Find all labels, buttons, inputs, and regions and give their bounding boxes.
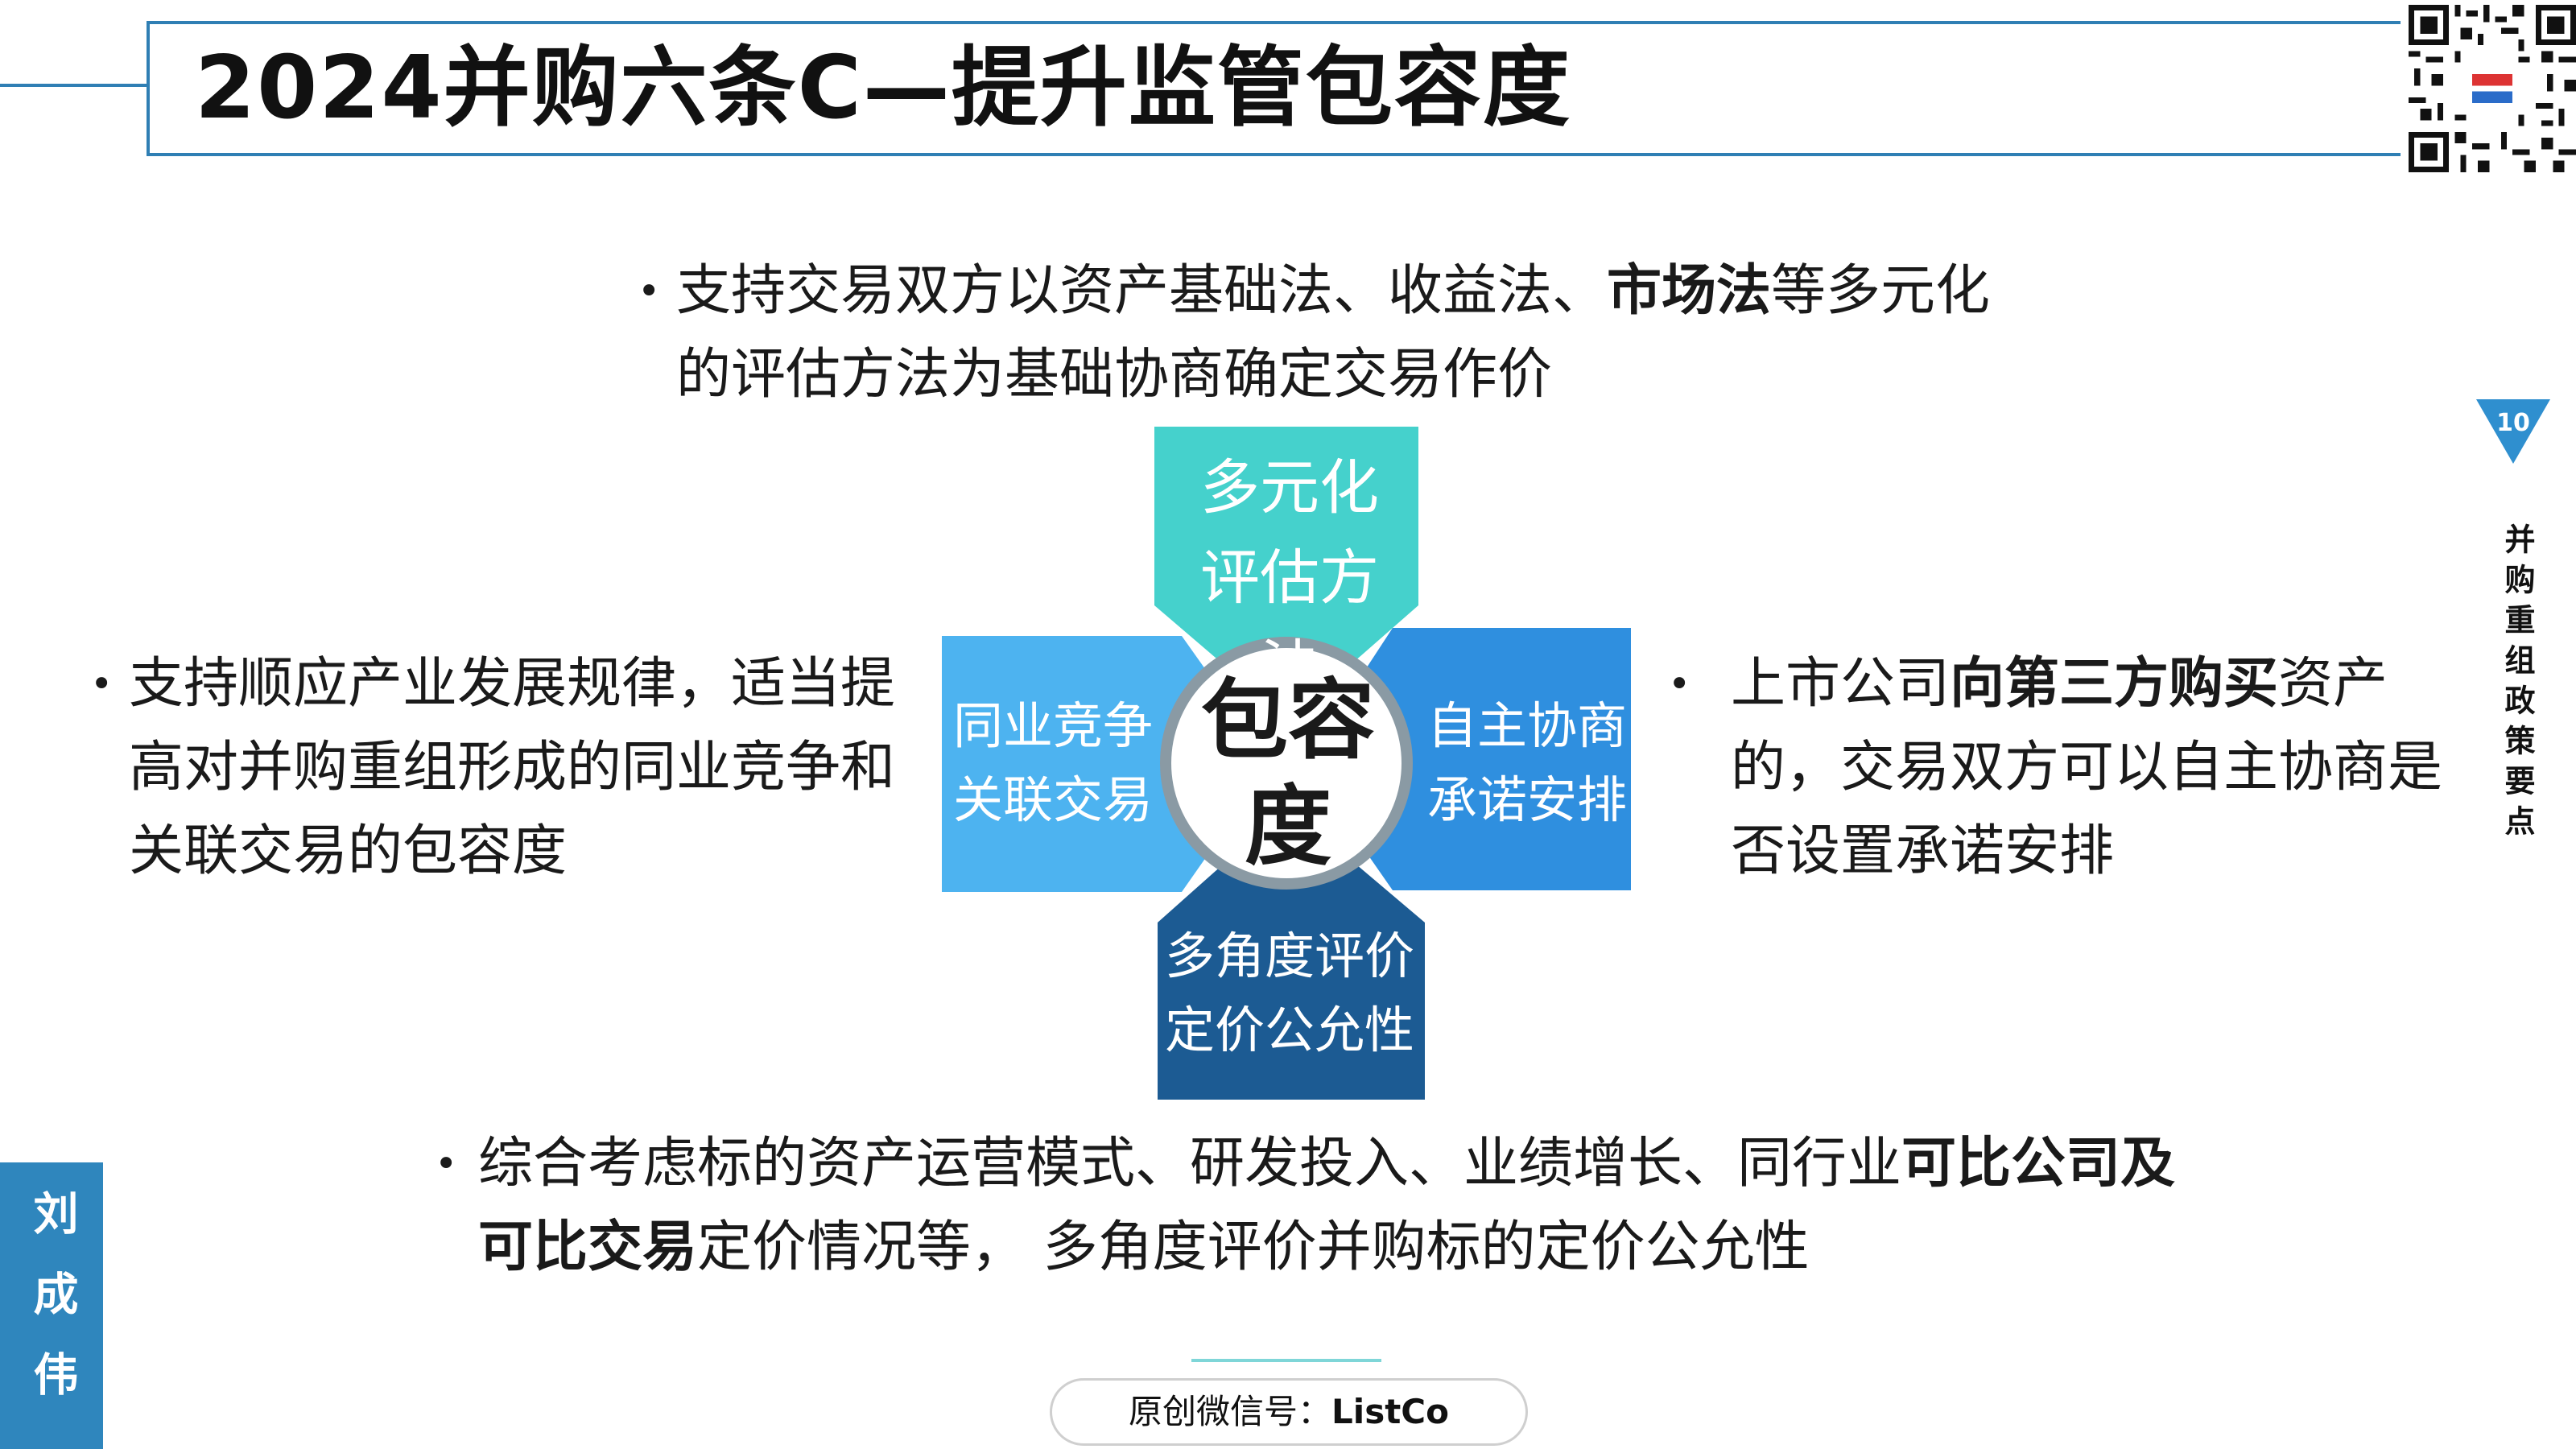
petal-text: 自主协商承诺安排 [1426,696,1627,829]
bullet-emphasis: 向第三方购买 [1950,652,2279,716]
bullet-text: 定价情况等， 多角度评价并购标的定价公允性 [697,1216,1810,1279]
footer-accent-line [1191,1359,1381,1362]
bullet-emphasis: 可比公司及可比交易 [478,1132,2176,1279]
petal-label-pricing: 多角度评价定价公允性 [1153,919,1426,1067]
bullet-dot: • [435,1141,458,1187]
bullet-text: 资产的，交易双方可以自主协商是否设置承诺安排 [1731,652,2443,883]
bullet-dot: • [1668,662,1691,707]
bullet-text: 支持顺应产业发展规律，适当提高对并购重组形成的同业竞争和关联交易的包容度 [129,652,896,883]
page-number: 10 [2496,409,2530,437]
bullet-competition-tolerance: • 支持顺应产业发展规律，适当提高对并购重组形成的同业竞争和关联交易的包容度 [90,642,934,894]
bullet-text: 支持交易双方以资产基础法、收益法、 [676,259,1608,323]
tolerance-cross-diagram [942,425,1634,1101]
page-title: 2024并购六条C—提升监管包容度 [195,38,1571,138]
petal-text: 多元化评估方法 [1200,453,1379,703]
title-frame [147,21,2401,156]
center-circle [1160,637,1413,890]
petal-bottom [1158,807,1425,1100]
bullet-commitment-arrangement: • 上市公司向第三方购买资产的，交易双方可以自主协商是否设置承诺安排 [1668,642,2471,894]
qr-code-icon [2409,5,2576,172]
petal-text: 多角度评价定价公允性 [1164,927,1414,1059]
center-text: 包容度 [1200,671,1375,877]
petal-label-valuation: 多元化评估方法 [1153,443,1426,713]
bullet-dot: • [638,269,661,314]
page-number-badge [2476,399,2550,464]
footer-prefix: 原创微信号： [1129,1392,1332,1431]
petal-label-commitment: 自主协商承诺安排 [1418,689,1636,837]
petal-text: 同业竞争关联交易 [952,696,1153,829]
footer-brand: ListCo [1331,1392,1449,1431]
title-accent-line [0,84,148,87]
petal-top [1154,427,1418,720]
center-label: 包容度 [1167,668,1409,881]
footer-wechat-id: 原创微信号：ListCo [1050,1388,1528,1436]
bullet-dot: • [90,662,114,707]
author-name: 刘成伟 [26,1190,78,1431]
bullet-valuation-methods: • 支持交易双方以资产基础法、收益法、市场法等多元化的评估方法为基础协商确定交易… [638,250,1996,417]
bullet-text: 综合考虑标的资产运营模式、研发投入、业绩增长、同行业 [478,1132,1902,1195]
bullet-emphasis: 市场法 [1607,259,1772,323]
bullet-text: 上市公司 [1731,652,1951,716]
footer-pill [1050,1378,1528,1446]
petal-label-competition: 同业竞争关联交易 [940,689,1166,837]
side-section-label: 并购重组政策要点 [2500,523,2535,845]
bullet-pricing-fairness: • 综合考虑标的资产运营模式、研发投入、业绩增长、同行业可比公司及可比交易定价情… [435,1122,2217,1290]
author-bar [0,1162,103,1449]
bullet-text: 等多元化的评估方法为基础协商确定交易作价 [676,259,1991,407]
